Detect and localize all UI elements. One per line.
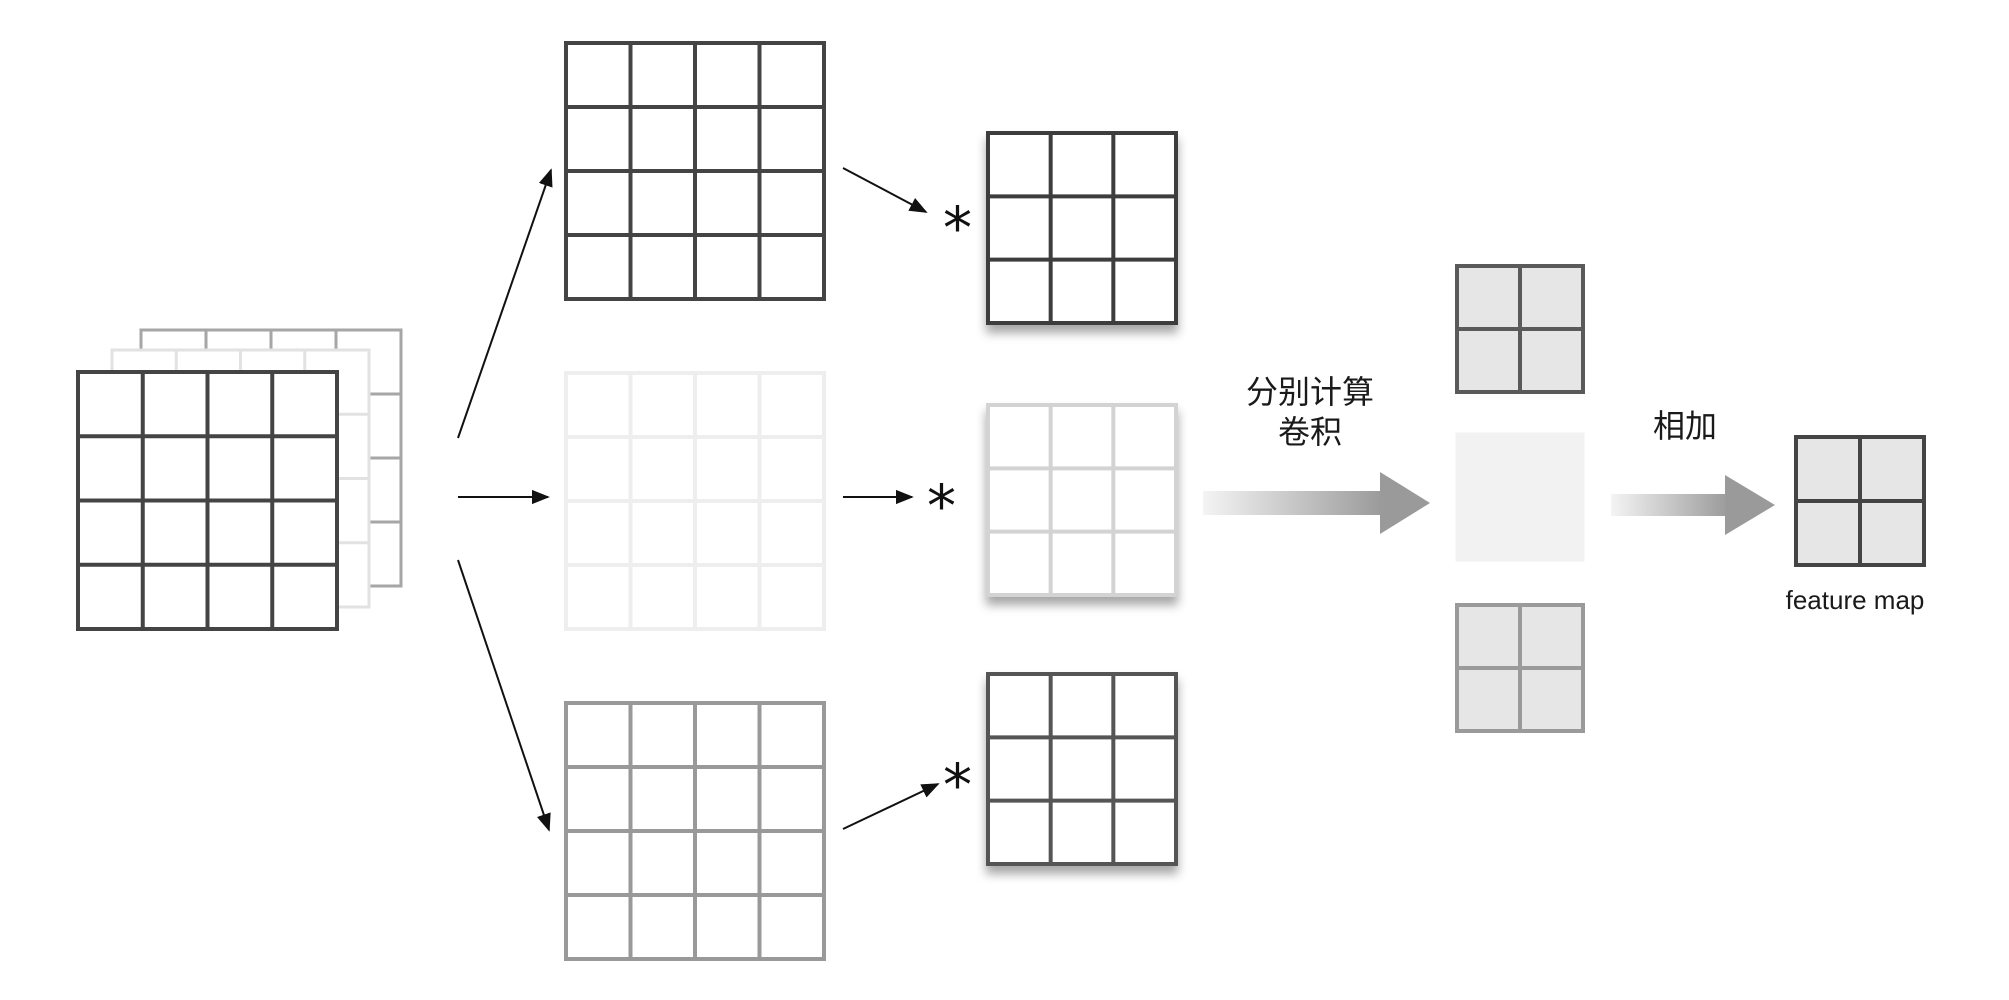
conv-symbol-middle: *: [927, 472, 956, 540]
grid-frame: [986, 403, 1178, 597]
kernel-grid-middle: [986, 403, 1178, 597]
conv-symbol-top: *: [943, 194, 972, 262]
conv-symbol-bottom: *: [943, 751, 972, 819]
kernel-grid-top: [986, 131, 1178, 325]
compute-caption-line2: 卷积: [1277, 413, 1342, 451]
feature-map-grid: [1794, 435, 1926, 567]
compute-arrow: [1203, 472, 1430, 534]
result-grid-bottom: [1455, 603, 1585, 733]
channel-grid-mid: [564, 701, 826, 961]
feature-map-label: feature map: [1785, 585, 1925, 615]
compute-caption-line1: 分别计算: [1245, 373, 1374, 411]
add-arrow: [1611, 475, 1775, 535]
kernel-arrow-top: [842, 167, 928, 213]
split-arrow-bottom: [457, 559, 551, 832]
channel-grid-light: [564, 371, 826, 631]
input-channel-front: [76, 370, 339, 631]
compute-caption: 分别计算 卷积: [1210, 372, 1410, 452]
result-grid-top: [1455, 264, 1585, 394]
split-arrow-top: [457, 168, 553, 439]
channel-grid-dark: [564, 41, 826, 301]
kernel-arrow-bottom: [842, 783, 940, 830]
kernel-grid-bottom: [986, 672, 1178, 866]
grid-frame: [986, 131, 1178, 325]
add-caption: 相加: [1652, 407, 1717, 445]
result-grid-middle: [1455, 432, 1585, 562]
grid-frame: [986, 672, 1178, 866]
